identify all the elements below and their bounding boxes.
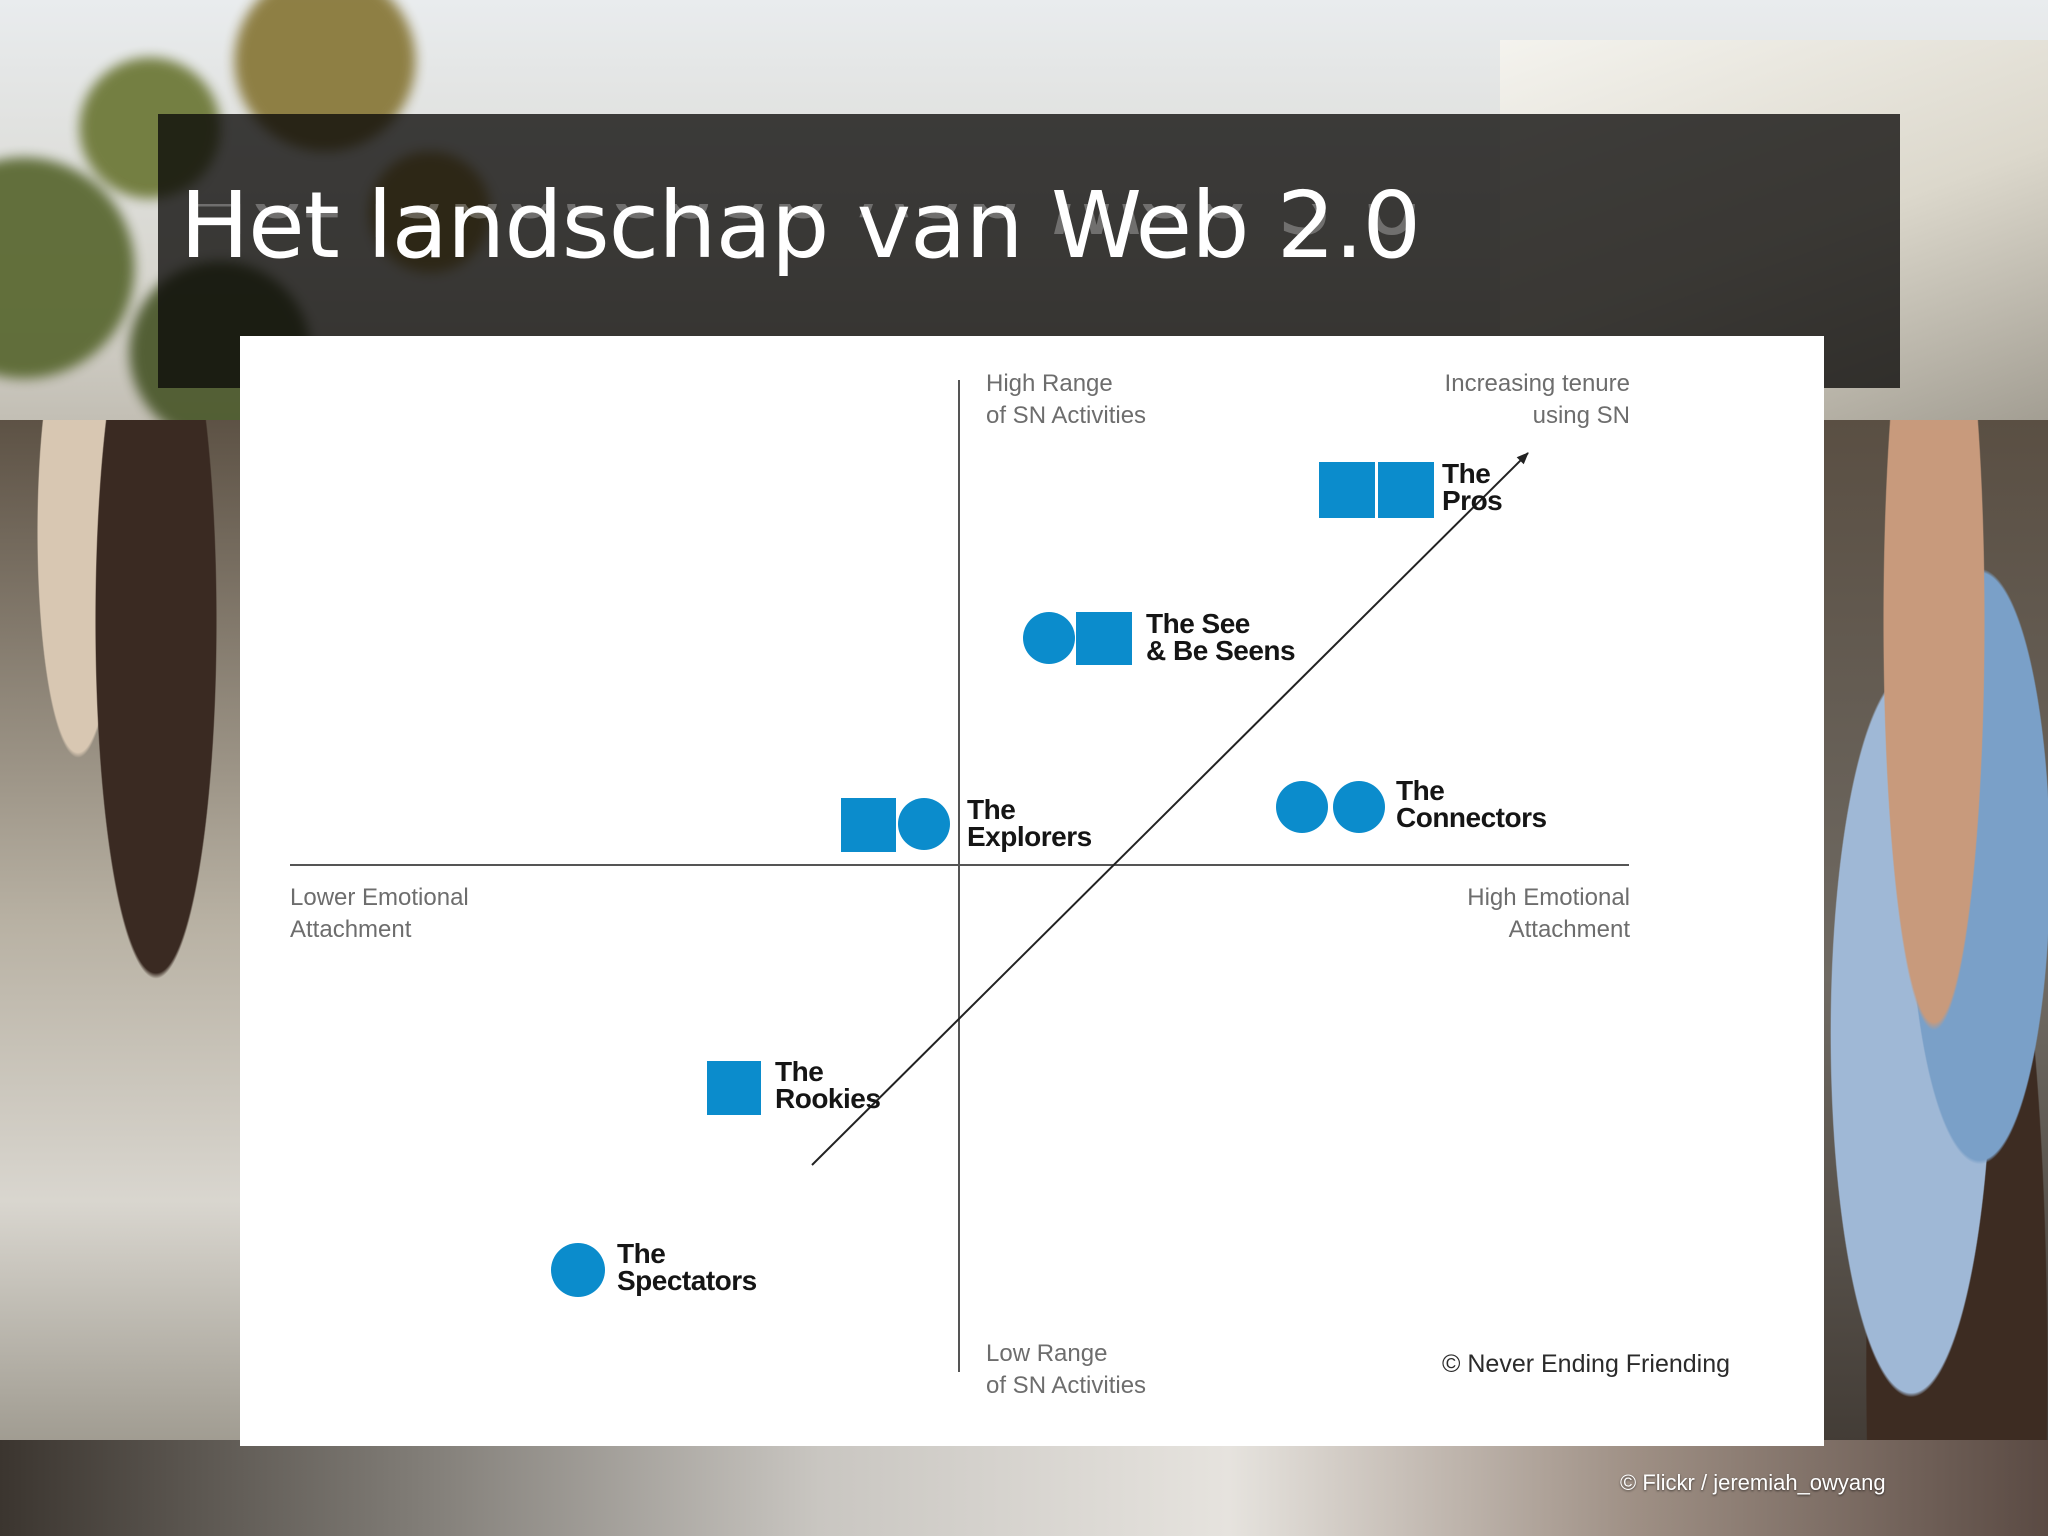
segment-label-see-be-seens: The See & Be Seens: [1146, 608, 1296, 666]
diagram-canvas: [290, 380, 1629, 1372]
background-bottom-crowd: [0, 1440, 2048, 1536]
connectors-circle-icon: [1276, 781, 1328, 833]
axis-label-diagonal: Increasing tenure using SN: [1444, 370, 1630, 429]
axis-label-bottom: Low Range of SN Activities: [986, 1340, 1147, 1399]
rookies-square-icon: [707, 1061, 761, 1115]
tenure-arrow: [811, 452, 1529, 1166]
background-right-crowd: [1820, 420, 2048, 1536]
see-be-seens-square-icon: [1076, 612, 1132, 665]
segment-label-explorers: The Explorers: [967, 794, 1092, 852]
segment-label-pros: The Pros: [1442, 458, 1503, 516]
segment-label-rookies: The Rookies: [775, 1056, 881, 1114]
axis-label-top: High Range of SN Activities: [986, 370, 1147, 429]
diagram-credit: © Never Ending Friending: [1442, 1350, 1731, 1378]
axis-label-left: Lower Emotional Attachment: [290, 884, 469, 943]
pros-square-icon: [1319, 462, 1375, 518]
pros-square-icon: [1378, 462, 1434, 518]
segment-label-connectors: The Connectors: [1396, 775, 1547, 833]
see-be-seens-circle-icon: [1023, 612, 1075, 664]
diagram-panel: High Range of SN Activities Low Range of…: [240, 336, 1824, 1446]
background-left-crowd: [0, 420, 260, 1536]
connectors-circle-icon: [1333, 781, 1385, 833]
photo-credit: © Flickr / jeremiah_owyang: [1620, 1470, 1886, 1495]
spectators-circle-icon: [551, 1243, 605, 1297]
explorers-circle-icon: [898, 798, 950, 850]
axis-label-right: High Emotional Attachment: [1467, 884, 1630, 943]
explorers-square-icon: [841, 798, 896, 852]
slide-title: Het landschap van Web 2.0: [180, 172, 1421, 279]
segment-label-spectators: The Spectators: [617, 1238, 757, 1296]
